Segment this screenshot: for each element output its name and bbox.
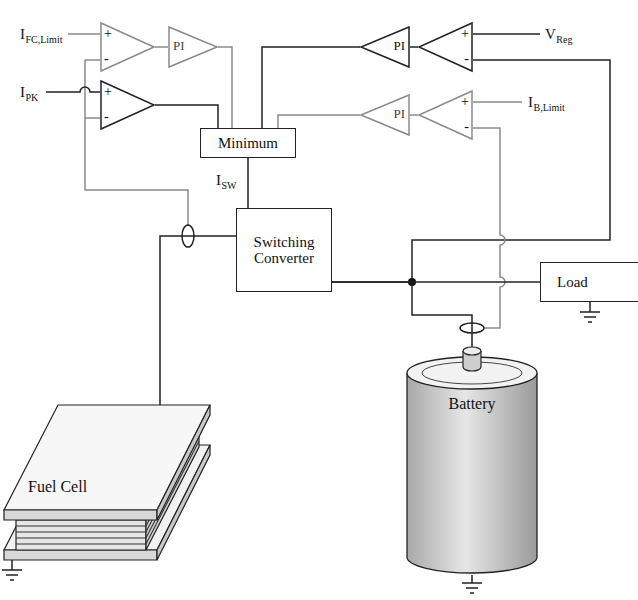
converter-box: Switching Converter: [236, 208, 332, 292]
pi-controller: PI: [168, 26, 218, 68]
part-label: Battery: [405, 395, 539, 413]
pi-controller: PI: [360, 94, 410, 136]
peak-input-lead: [46, 87, 100, 92]
comparator-symbol: +-: [100, 80, 155, 130]
triangle-outline: [361, 27, 409, 67]
signal-name: I: [528, 94, 533, 111]
pi-controller: PI: [360, 26, 410, 68]
battery-cell: Battery: [405, 345, 539, 575]
signal-name: I: [20, 84, 25, 101]
signal-subscript: Reg: [556, 34, 572, 45]
end-plate: [157, 405, 210, 520]
triangle-outline: [169, 27, 217, 67]
triangle-outline: [419, 91, 472, 139]
plus-input: +: [461, 26, 469, 41]
end-plate: [4, 510, 157, 520]
minus-input: -: [464, 51, 469, 66]
signal-subscript: SW: [222, 180, 237, 191]
block-label: PI: [393, 39, 405, 53]
comparator-symbol: +-: [418, 22, 473, 72]
fuel-cell-stack: Fuel Cell: [0, 400, 212, 570]
battery-limit-lead: [473, 101, 522, 103]
minus-input: -: [104, 109, 109, 124]
reg-input-lead: [473, 33, 540, 35]
signal-wire: [247, 158, 249, 208]
battery-terminal: [463, 347, 481, 355]
signal-wire: [332, 282, 472, 347]
triangle-outline: [361, 95, 409, 135]
signal-wire: [155, 105, 218, 128]
plus-input: +: [104, 84, 112, 99]
signal-subscript: FC,Limit: [26, 34, 63, 45]
block-label: PI: [393, 107, 405, 121]
block-label: PI: [173, 39, 185, 53]
block-label: Load: [557, 274, 588, 291]
signal-wire: [160, 236, 236, 405]
end-plate: [4, 405, 210, 510]
signal-wire: [278, 115, 360, 128]
plus-input: +: [461, 94, 469, 109]
plus-input: +: [104, 26, 112, 41]
battery-sense-lead: [473, 128, 505, 328]
cell-stack: [16, 520, 146, 550]
signal-name: V: [545, 26, 556, 43]
part-label: Fuel Cell: [28, 478, 87, 496]
signal-wire: [410, 114, 418, 116]
signal-wire: [155, 46, 168, 48]
signal-wire: [410, 46, 418, 48]
signal-name: I: [216, 172, 221, 189]
ground-symbol: [2, 560, 22, 580]
block-label: Switching Converter: [243, 234, 325, 267]
signal-subscript: PK: [26, 92, 39, 103]
minimum-block: Minimum: [200, 128, 296, 158]
triangle-outline: [101, 81, 154, 129]
minus-input: -: [104, 51, 109, 66]
triangle-outline: [101, 23, 154, 71]
block-label: Minimum: [218, 135, 278, 152]
limit-input-lead: [68, 33, 100, 35]
minus-input: -: [464, 119, 469, 134]
end-plate: [4, 550, 157, 560]
node-outline: [405, 345, 539, 575]
voltage-feedback: [412, 60, 610, 282]
ground-symbol: [462, 575, 482, 593]
signal-name: I: [20, 26, 25, 43]
triangle-outline: [419, 23, 472, 71]
comparator-symbol: +-: [418, 90, 473, 140]
signal-wire: [218, 47, 232, 128]
comparator-symbol: +-: [100, 22, 155, 72]
signal-wire: [262, 47, 360, 128]
load-box: Load: [540, 262, 638, 302]
signal-subscript: B,Limit: [534, 102, 565, 113]
sense-lead: [85, 60, 188, 225]
ground-symbol: [580, 302, 600, 322]
